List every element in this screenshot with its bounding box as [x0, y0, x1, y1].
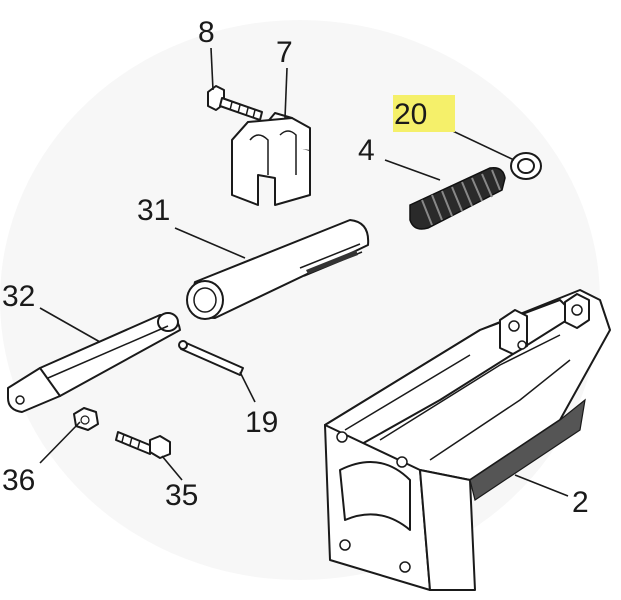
part-36-nut [73, 407, 99, 431]
background-glow [0, 20, 600, 580]
leader-8 [210, 47, 214, 91]
callout-8: 8 [198, 16, 215, 49]
leader-19 [239, 371, 256, 403]
callout-4: 4 [358, 134, 375, 167]
part-32-pin [7, 312, 181, 413]
leader-32 [39, 307, 101, 343]
callout-2: 2 [572, 486, 589, 519]
leader-7 [284, 67, 288, 119]
part-7-bracket [231, 112, 311, 206]
leader-31 [174, 227, 246, 259]
part-2-main-frame [324, 289, 611, 591]
callout-32: 32 [2, 280, 35, 313]
leader-4 [384, 159, 441, 181]
callout-7: 7 [276, 36, 293, 69]
part-20-washer [510, 152, 542, 180]
part-19-small-pin [178, 340, 244, 376]
callout-35: 35 [165, 479, 198, 512]
part-35-bolt [115, 431, 171, 459]
callout-20: 20 [394, 98, 427, 131]
callout-19: 19 [245, 406, 278, 439]
leader-35 [161, 455, 183, 481]
callout-36: 36 [2, 464, 35, 497]
leader-36 [39, 421, 81, 464]
callout-20-highlight [393, 95, 455, 132]
callout-31: 31 [137, 194, 170, 227]
part-31-tube [186, 219, 370, 320]
leader-2 [514, 474, 569, 497]
part-4-spring [409, 166, 506, 230]
